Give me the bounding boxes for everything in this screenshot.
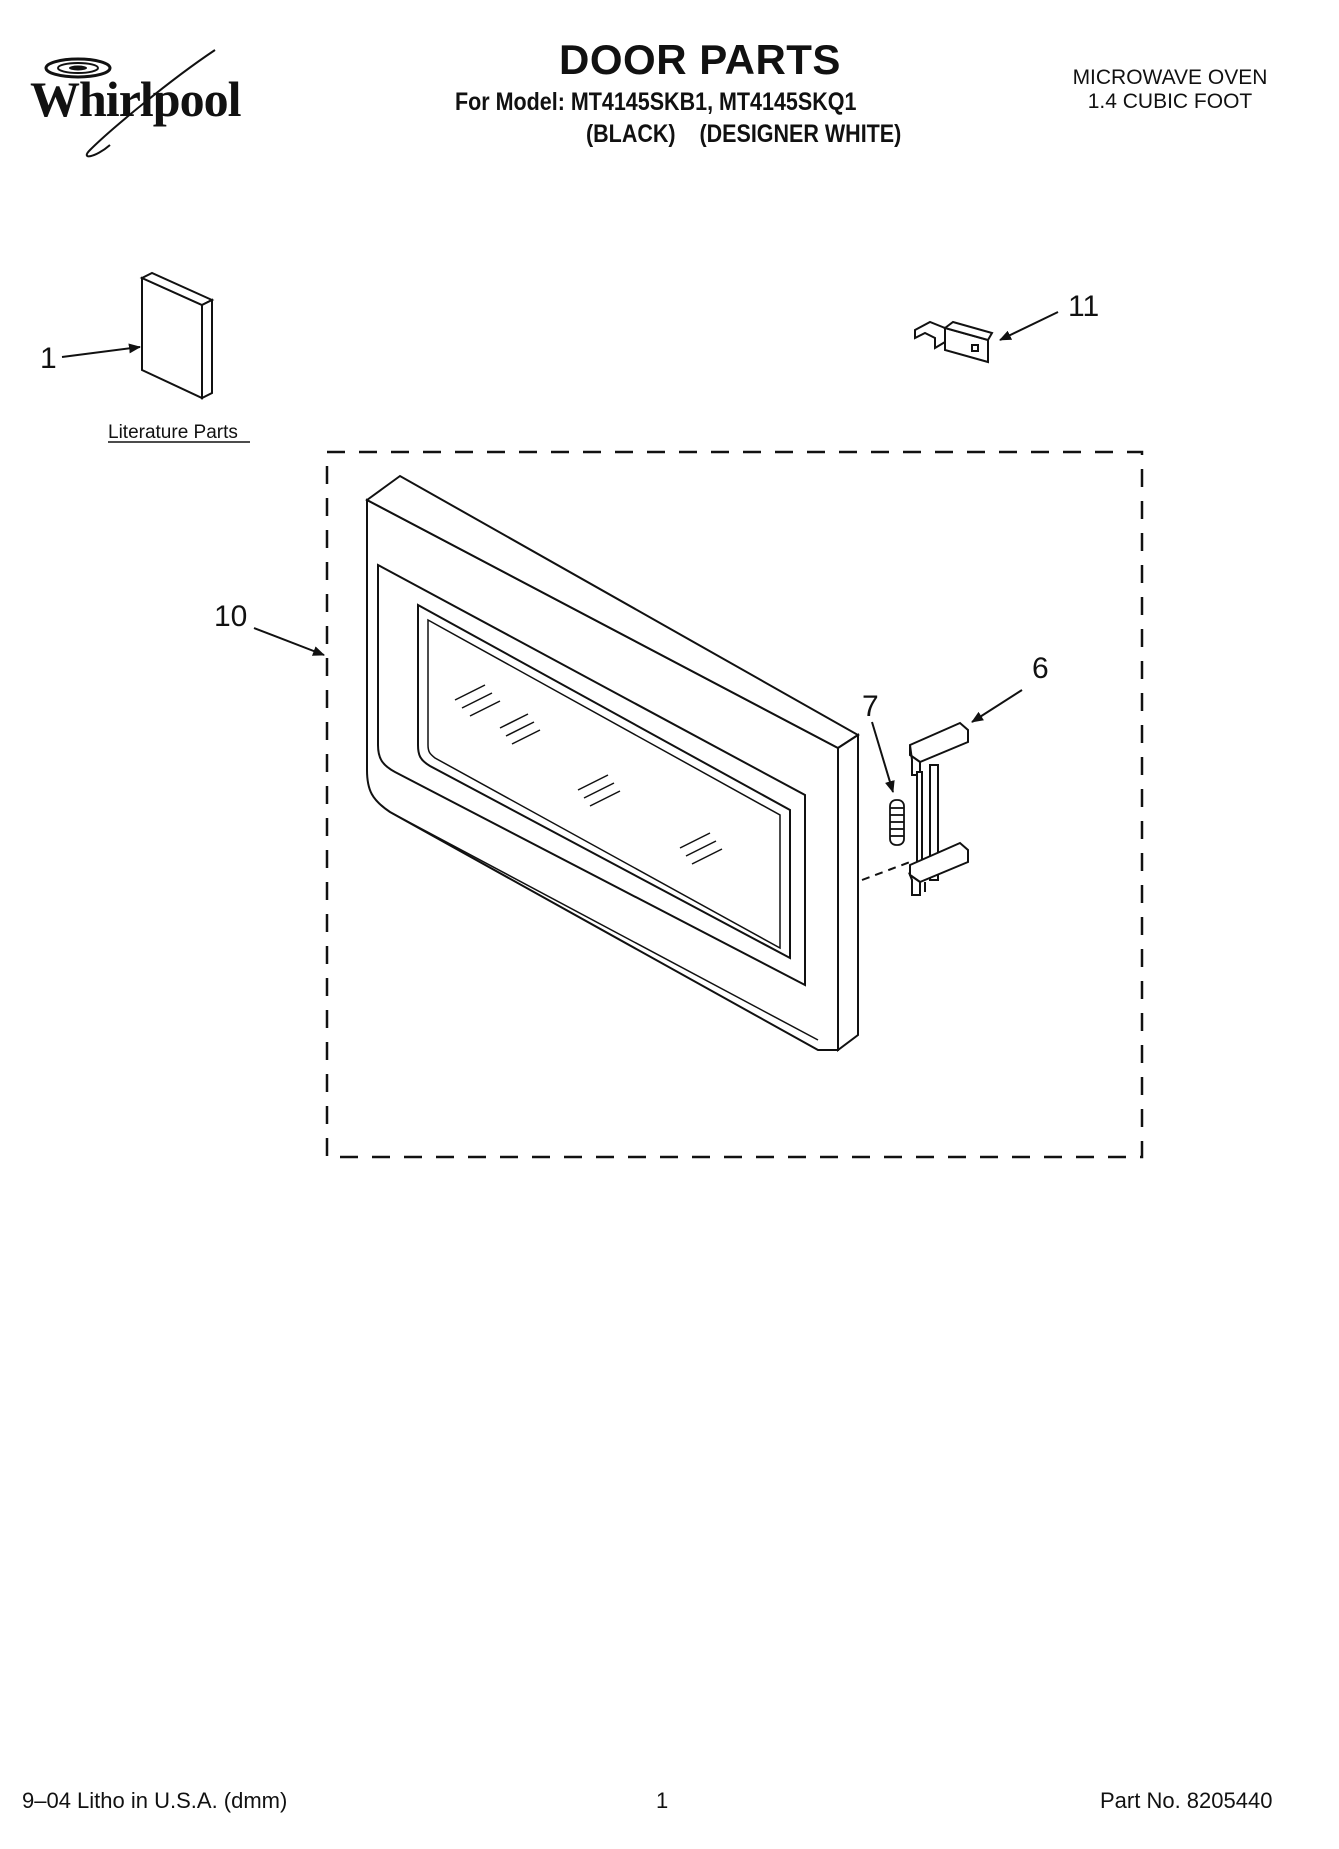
logo-swirl-icon — [44, 49, 216, 158]
literature-parts-label: Literature Parts — [108, 422, 238, 443]
page-title: DOOR PARTS — [559, 36, 841, 83]
door-assembly — [365, 474, 860, 1052]
color-line: (BLACK) (DESIGNER WHITE) — [586, 120, 902, 148]
callout-10-leader — [253, 627, 325, 656]
latch-spring-part — [889, 799, 905, 846]
callout-6-leader — [971, 689, 1023, 723]
callout-6: 6 — [1032, 652, 1049, 685]
page-number: 1 — [656, 1788, 669, 1813]
callout-7: 7 — [862, 690, 879, 723]
callout-1: 1 — [40, 342, 57, 375]
brand-wordmark: Whirlpool — [30, 71, 241, 127]
litho-note: 9–04 Litho in U.S.A. (dmm) — [22, 1788, 288, 1813]
callout-11-leader — [999, 311, 1059, 341]
callout-1-leader — [61, 343, 141, 358]
callout-11: 11 — [1068, 290, 1099, 323]
literature-booklet — [139, 271, 215, 400]
door-latch-part — [907, 721, 969, 896]
product-type: MICROWAVE OVEN — [1072, 66, 1268, 89]
part-number: Part No. 8205440 — [1100, 1788, 1273, 1813]
glass-reflection-marks — [454, 684, 723, 865]
mounting-guide-line — [861, 861, 911, 881]
assembly-boundary — [325, 450, 1144, 1159]
model-line: For Model: MT4145SKB1, MT4145SKQ1 — [455, 88, 857, 116]
callout-10: 10 — [214, 600, 247, 633]
product-capacity: 1.4 CUBIC FOOT — [1087, 90, 1253, 113]
whirlpool-logo — [20, 40, 260, 160]
product-description: MICROWAVE OVEN 1.4 CUBIC FOOT — [1050, 66, 1290, 114]
door-clip-part — [914, 320, 994, 364]
callout-7-leader — [871, 721, 895, 793]
